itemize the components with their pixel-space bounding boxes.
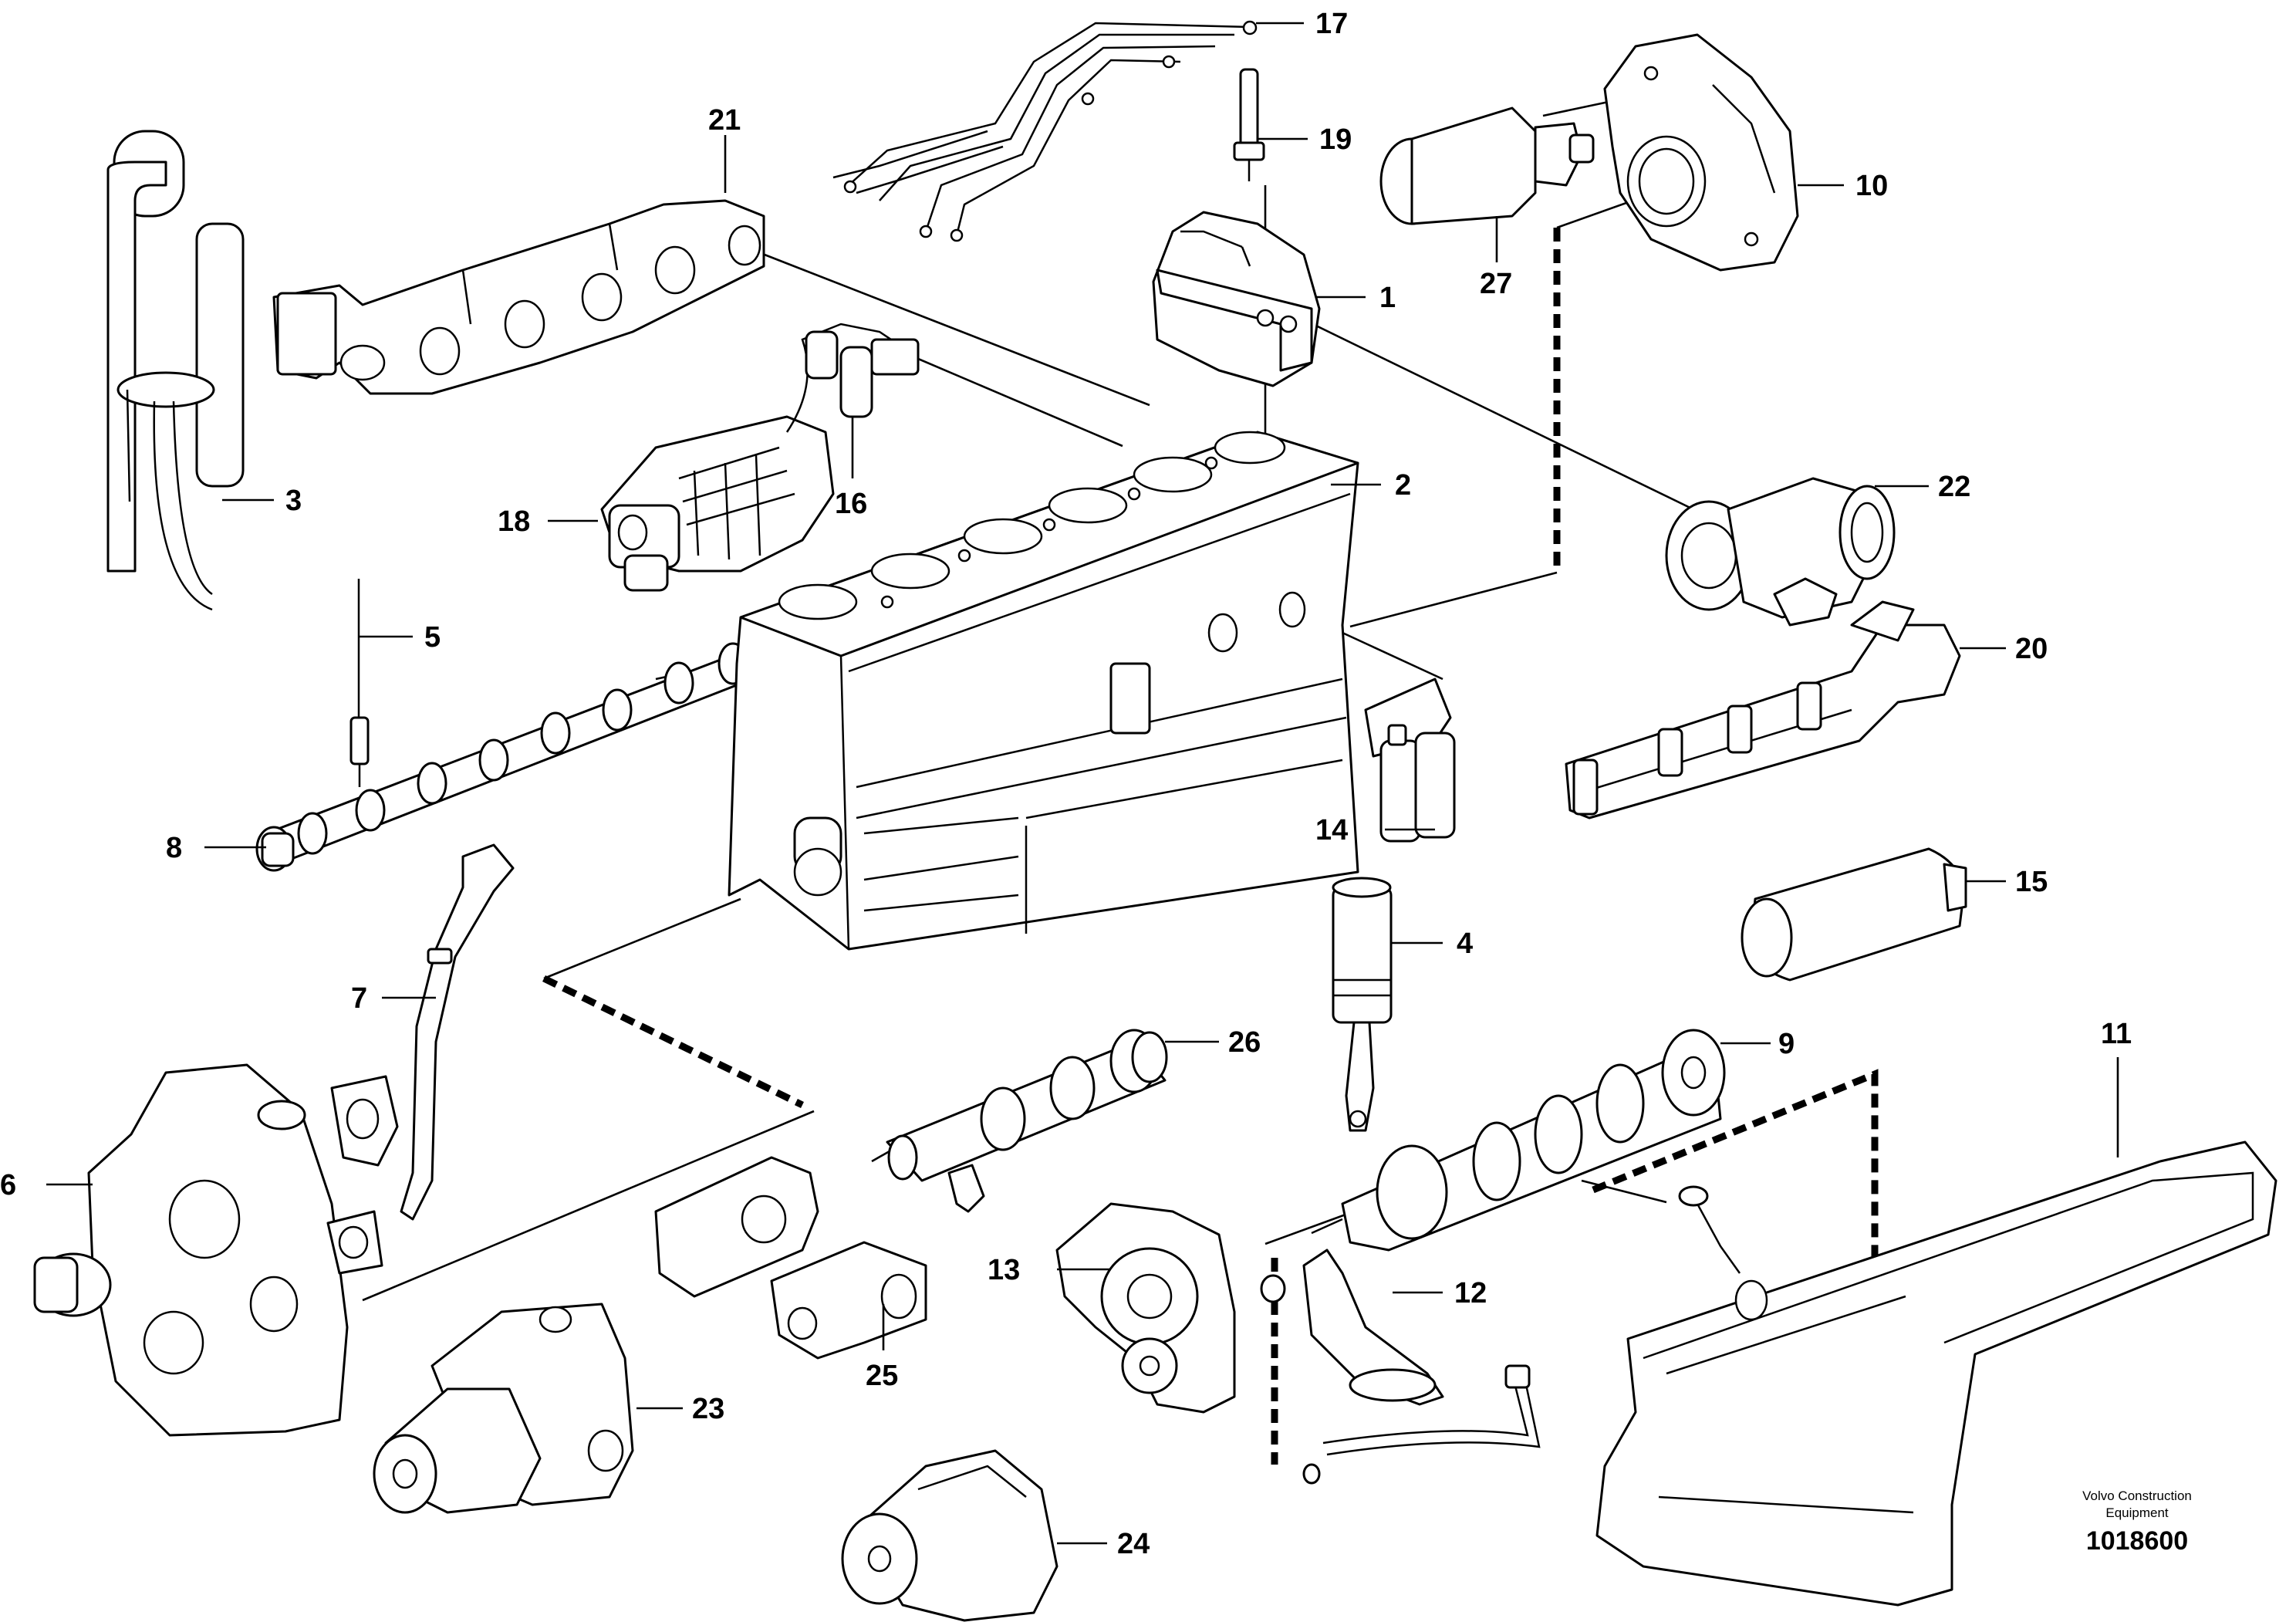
shaft-assembly xyxy=(886,1029,1168,1213)
cylinder-block xyxy=(728,431,1359,951)
coolant-pump-housing xyxy=(373,1303,634,1514)
control-unit xyxy=(600,323,920,592)
brand-line-1: Volvo Construction xyxy=(2082,1489,2192,1503)
timing-gear-cover xyxy=(33,1063,399,1437)
callout-1: 1 xyxy=(1379,282,1396,314)
callout-9: 9 xyxy=(1778,1028,1795,1060)
callout-5: 5 xyxy=(424,621,441,654)
callout-12: 12 xyxy=(1454,1277,1487,1309)
callout-25: 25 xyxy=(866,1360,898,1392)
callout-14: 14 xyxy=(1315,814,1348,846)
exhaust-manifold xyxy=(1565,600,1961,819)
cylinder-liner xyxy=(1332,877,1393,1132)
oil-filter-assembly xyxy=(1364,678,1456,843)
callout-2: 2 xyxy=(1395,469,1411,502)
water-pump xyxy=(841,1449,1059,1622)
callout-22: 22 xyxy=(1938,471,1970,503)
flywheel-housing xyxy=(1603,33,1799,272)
cylinder-head xyxy=(1152,211,1321,387)
callout-20: 20 xyxy=(2015,633,2048,665)
oil-pump xyxy=(1055,1202,1236,1414)
oil-sump xyxy=(1595,1140,2277,1607)
callout-26: 26 xyxy=(1228,1026,1261,1059)
callout-10: 10 xyxy=(1855,170,1888,202)
canister-part xyxy=(1741,847,1967,982)
turbocharger xyxy=(1665,477,1896,627)
callout-23: 23 xyxy=(692,1393,724,1425)
camshaft xyxy=(255,642,754,872)
crankshaft xyxy=(1311,1029,1726,1252)
callout-4: 4 xyxy=(1457,928,1473,960)
brand-block: Volvo Construction Equipment 1018600 xyxy=(2082,1489,2192,1556)
injection-pipes xyxy=(832,20,1265,242)
callout-8: 8 xyxy=(166,832,182,864)
oil-filler-pipe xyxy=(400,843,515,1221)
intake-manifold xyxy=(272,199,765,395)
callout-15: 15 xyxy=(2015,866,2048,898)
callout-7: 7 xyxy=(351,982,367,1015)
callout-21: 21 xyxy=(708,104,741,137)
callout-6: 6 xyxy=(0,1169,16,1201)
brand-line-2: Equipment xyxy=(2105,1505,2169,1520)
callout-24: 24 xyxy=(1117,1528,1150,1560)
callout-18: 18 xyxy=(498,505,530,538)
callout-16: 16 xyxy=(835,488,867,520)
callout-13: 13 xyxy=(988,1254,1020,1286)
callout-19: 19 xyxy=(1319,123,1352,156)
callout-3: 3 xyxy=(285,485,302,517)
pin-part xyxy=(349,579,370,787)
document-number: 1018600 xyxy=(2086,1526,2188,1556)
callout-27: 27 xyxy=(1480,268,1512,300)
starter-motor xyxy=(1379,106,1595,225)
callout-labels: 1 2 3 4 5 6 7 8 9 10 11 12 13 14 15 16 1… xyxy=(0,8,2132,1560)
callout-11: 11 xyxy=(2101,1018,2132,1050)
callout-leaders xyxy=(46,22,2119,1545)
callout-17: 17 xyxy=(1315,8,1348,40)
breather-assembly xyxy=(106,130,245,611)
oil-suction-pipe xyxy=(1260,1249,1541,1485)
bracket-housing xyxy=(654,1156,927,1360)
